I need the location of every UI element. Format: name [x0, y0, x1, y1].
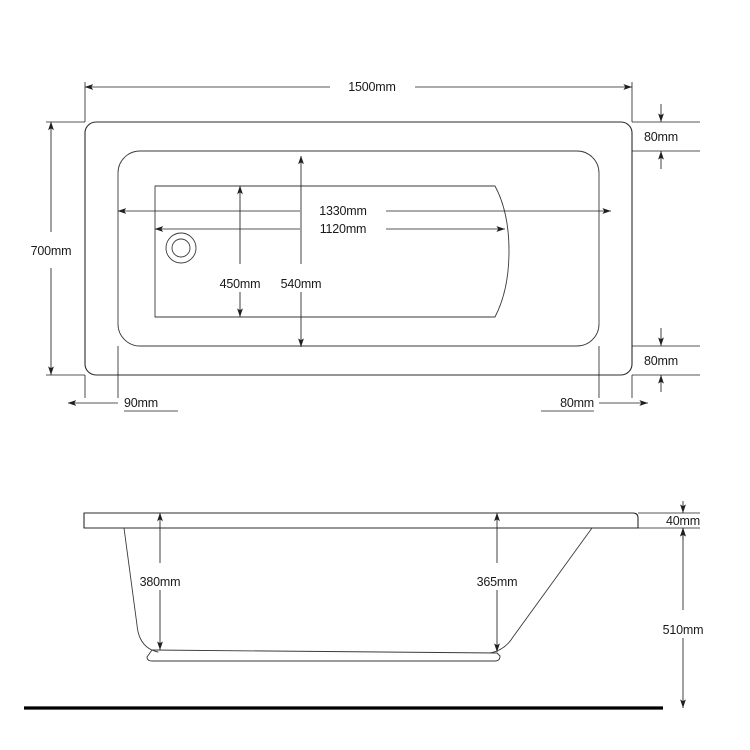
elevation-left-wall	[123, 527, 159, 653]
dim-label-700: 700mm	[31, 244, 72, 258]
dim-label-80-bottom: 80mm	[644, 354, 678, 368]
bath-base-outline	[154, 185, 510, 318]
dim-label-365: 365mm	[477, 575, 518, 589]
elevation-right-wall	[489, 527, 593, 654]
dim-label-510: 510mm	[663, 623, 704, 637]
plan-view-group: 1500mm 700mm 80mm 80mm 1330mm 1120mm 450…	[31, 80, 700, 412]
drain-outer-circle	[165, 232, 197, 264]
dim-label-80-right: 80mm	[560, 396, 594, 410]
elevation-floor-outer	[146, 655, 501, 662]
elevation-view-group: 380mm 365mm 40mm 510mm	[24, 501, 704, 710]
elevation-floor-left-cap	[146, 649, 153, 658]
dim-label-1330: 1330mm	[319, 204, 366, 218]
dim-label-450: 450mm	[220, 277, 261, 291]
elevation-floor-inner	[151, 649, 498, 654]
bath-inner-ledge-outline	[117, 150, 600, 347]
elevation-floor-right-cap	[496, 652, 501, 657]
dim-label-90: 90mm	[124, 396, 158, 410]
bath-outer-rim-outline	[84, 121, 633, 376]
dim-label-80-top: 80mm	[644, 130, 678, 144]
dim-label-1500: 1500mm	[348, 80, 395, 94]
elevation-rim-slab	[83, 512, 639, 529]
dim-label-1120: 1120mm	[320, 222, 367, 236]
drain-inner-circle	[171, 238, 191, 258]
dim-label-40: 40mm	[666, 514, 700, 528]
dim-label-380: 380mm	[140, 575, 181, 589]
dim-label-540: 540mm	[281, 277, 322, 291]
